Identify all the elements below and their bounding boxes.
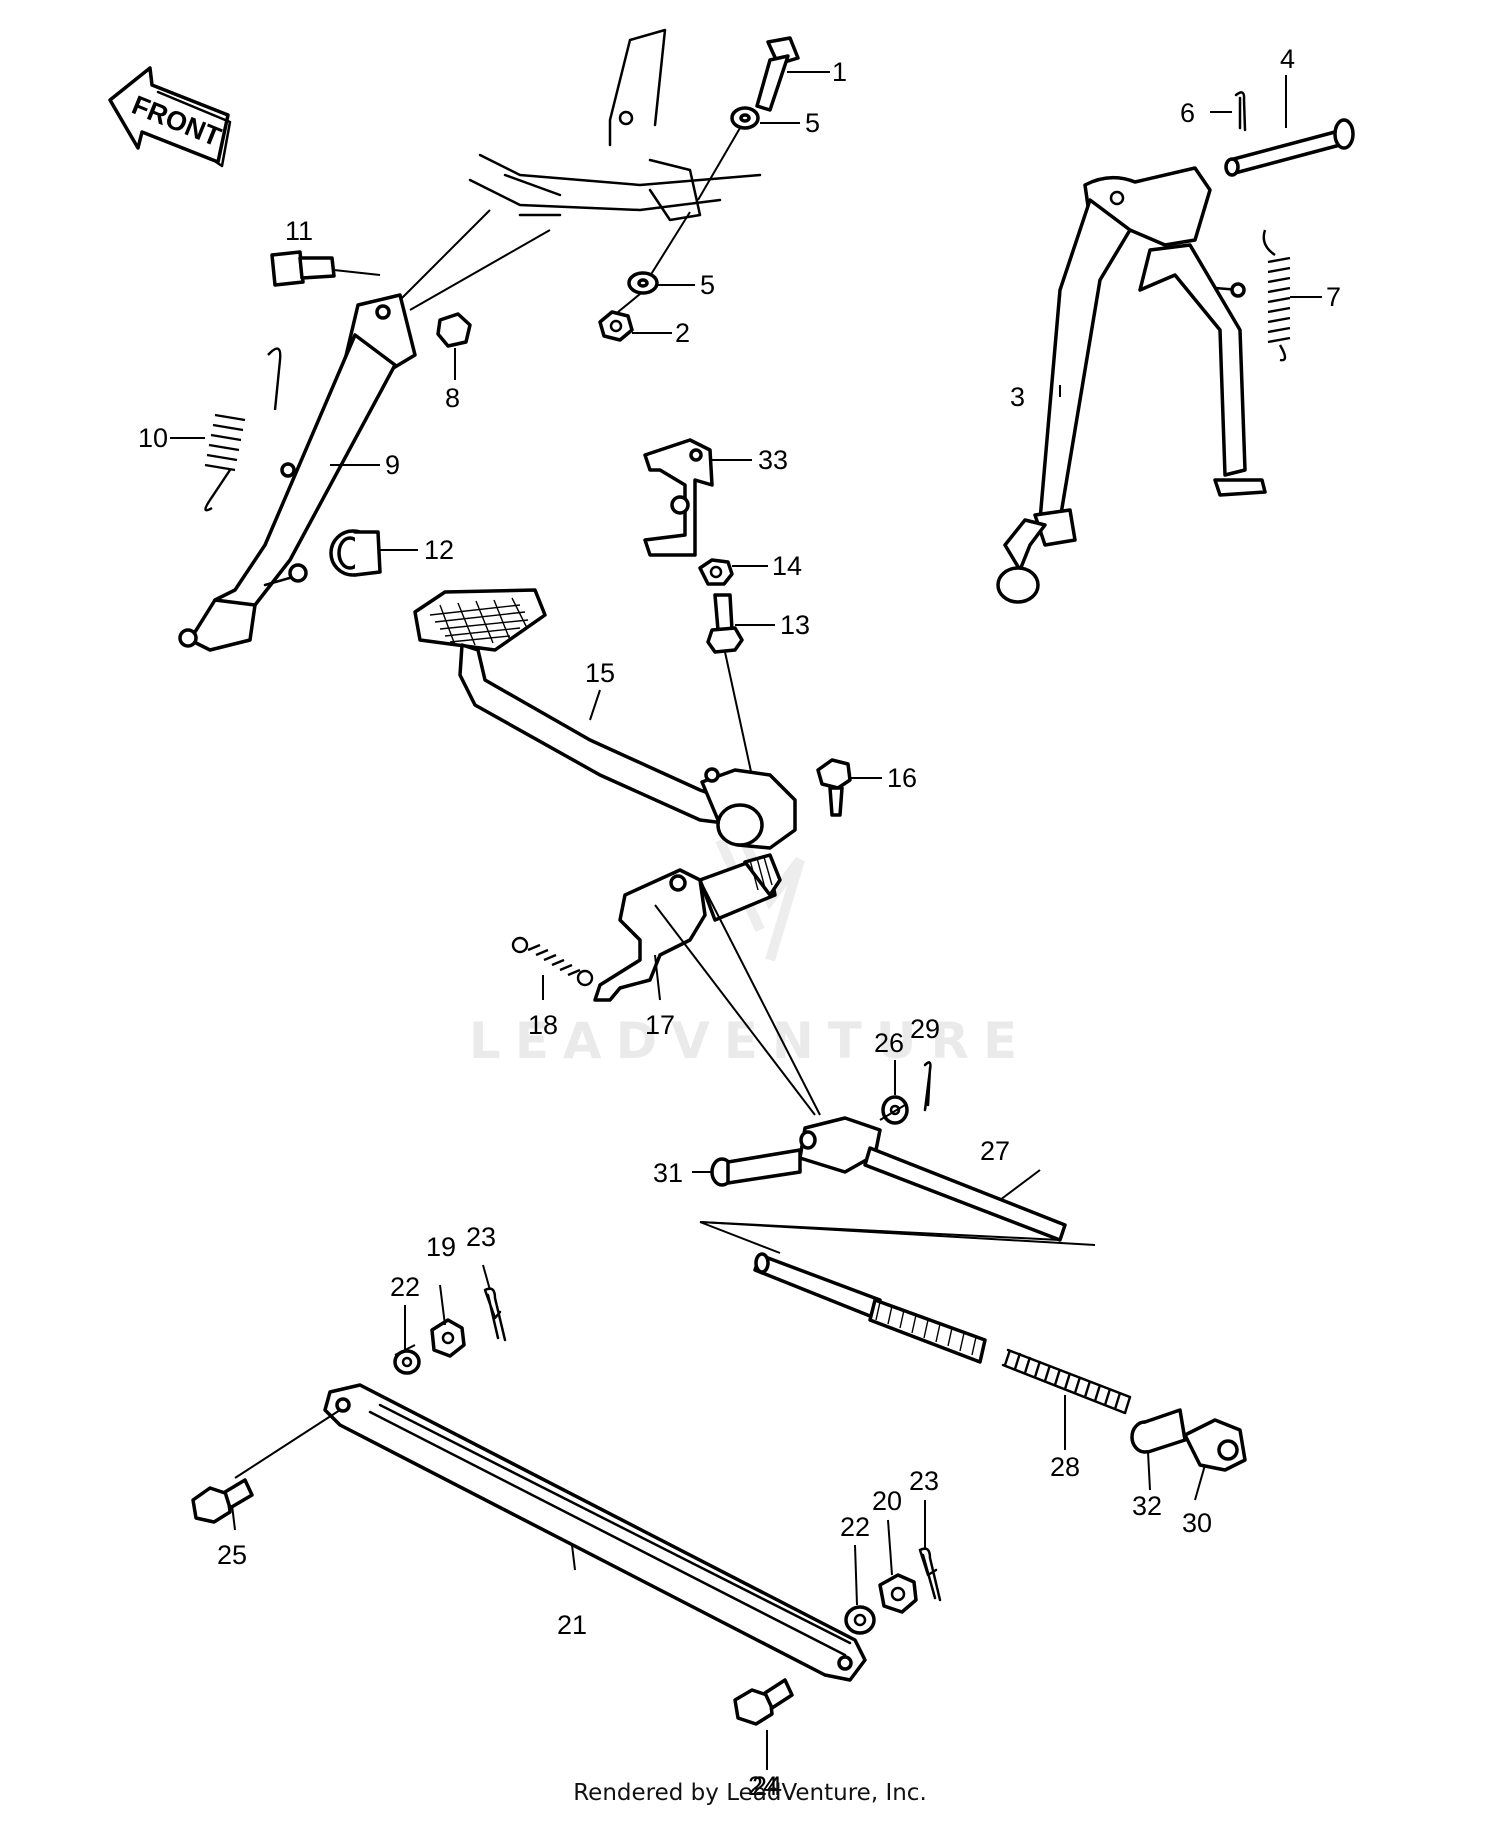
callout: 28 [1050,1452,1080,1482]
callout: 31 [653,1158,683,1188]
brake-pedal-part-15 [413,588,797,850]
frame-outline [468,28,762,222]
callout: 24 [748,1771,778,1801]
callout: 1 [832,57,847,87]
collar-part-12 [329,529,382,577]
front-arrow-icon: FRONT [108,66,232,168]
callout: 7 [1326,282,1341,312]
shaft-lever-part-17 [593,853,782,1002]
spring-part-10 [204,347,282,512]
callout: 22 [840,1512,870,1542]
callout: 30 [1182,1508,1212,1538]
callout: 21 [557,1610,587,1640]
adjusting-nut-part-30 [1183,1418,1247,1472]
callout: 9 [385,450,400,480]
bolt-part-25 [191,1478,254,1524]
callout: 26 [874,1028,904,1058]
callout: 12 [424,535,454,565]
threaded-rod [753,1252,987,1364]
bolt-part-11 [270,250,381,287]
callouts: 1 2 3 4 5 5 6 7 8 9 10 11 12 13 14 15 16… [138,44,1341,1801]
callout: 18 [528,1010,558,1040]
spring-part-28 [1001,1348,1132,1415]
callout-leaders [170,71,1322,1770]
cotter-pin-part-23 [483,1287,507,1342]
nut-part-20 [878,1573,918,1614]
pin-part-4 [1224,118,1355,177]
callout: 5 [805,108,820,138]
washer-part-22 [393,1349,421,1375]
rod-part-27 [798,1116,1067,1242]
cotter-pin-part-23b [918,1547,942,1602]
callout: 11 [285,216,313,246]
callout: 19 [426,1232,456,1262]
callout: 3 [1010,382,1025,412]
bolt-part-1 [755,36,830,112]
callout: 14 [772,551,802,581]
center-stand-part-3 [996,166,1267,604]
washer-part-5 [730,106,760,130]
callout: 8 [445,383,460,413]
collar-part-32 [1130,1408,1187,1454]
bracket-part-33 [643,438,714,557]
callout: 25 [217,1540,247,1570]
bolt-part-16 [816,758,852,817]
pin-part-31 [710,1148,802,1187]
nut-part-19 [430,1318,466,1358]
nut-part-14 [698,558,734,586]
callout: 16 [887,763,917,793]
adjuster-bolt-part-13 [706,593,744,654]
callout: 33 [758,445,788,475]
callout: 6 [1180,98,1195,128]
callout: 22 [390,1272,420,1302]
washer-part-5b [627,271,659,295]
callout: 29 [910,1014,940,1044]
callout: 10 [138,423,168,453]
cotter-pin-part-6 [1234,91,1247,132]
spring-part-7 [1262,229,1291,362]
credit-line: Rendered by LeadVenture, Inc. [573,1780,927,1806]
nut-part-8 [436,312,472,380]
callout: 5 [700,270,715,300]
spring-part-18 [511,936,594,987]
callout: 2 [675,318,690,348]
side-stand-part-9 [178,293,417,652]
callout: 17 [645,1010,675,1040]
link-rod-part-21 [323,1383,867,1682]
callout: 23 [909,1466,939,1496]
callout-24: 24 [752,1771,782,1801]
callout: 20 [872,1486,902,1516]
nut-part-2 [598,310,634,342]
bolt-part-24 [733,1678,794,1726]
callout: 27 [980,1136,1010,1166]
callout: 23 [466,1222,496,1252]
callout: 15 [585,658,615,688]
callout: 4 [1280,44,1295,74]
washer-part-22b [844,1605,876,1635]
callout: 32 [1132,1491,1162,1521]
callout: 13 [780,610,810,640]
cotter-pin-part-29 [923,1061,932,1112]
